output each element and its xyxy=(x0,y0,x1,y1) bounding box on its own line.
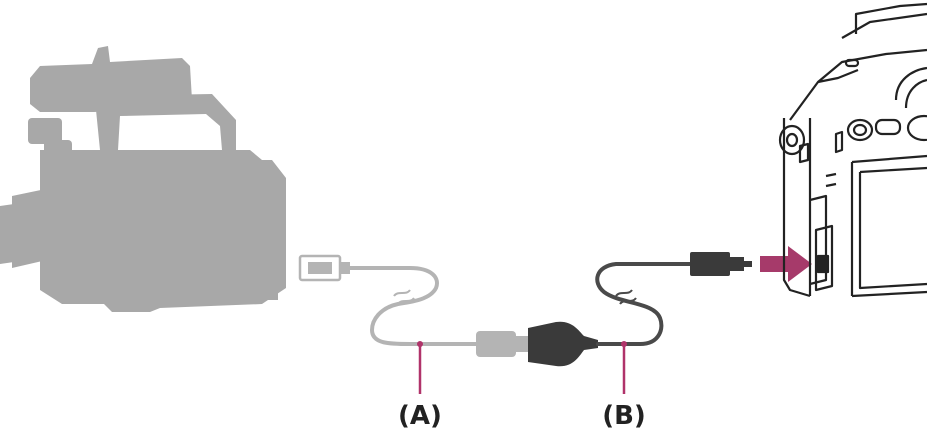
cable-a-plug-right xyxy=(476,331,516,357)
callout-label-b: (B) xyxy=(602,401,646,431)
cable-a-break-mark xyxy=(393,289,415,305)
arrow-right-icon xyxy=(760,246,812,282)
callout-dot-b xyxy=(621,341,627,347)
camera-icon xyxy=(778,2,927,298)
callout-lines xyxy=(417,341,627,394)
callout-dot-a xyxy=(417,341,423,347)
cable-b-wire xyxy=(595,262,692,346)
cable-a xyxy=(298,254,528,357)
cable-b xyxy=(595,252,752,346)
camcorder-icon xyxy=(0,46,286,312)
callout-label-a: (A) xyxy=(398,401,442,431)
cable-b-break-mark xyxy=(615,289,637,305)
adapter-icon xyxy=(528,321,598,367)
cable-b-plug xyxy=(690,252,730,276)
cable-a-wire xyxy=(348,266,478,346)
